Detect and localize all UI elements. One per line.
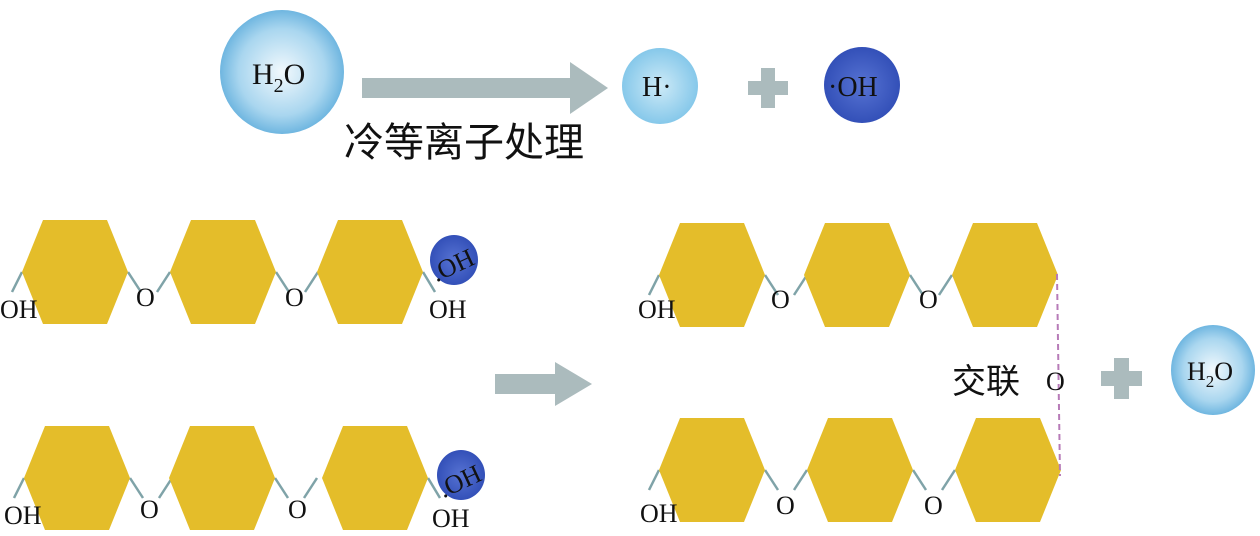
glycosidic-o-label: O (776, 491, 795, 520)
glucose-rings (10, 220, 1061, 530)
glucose-ring-hexagon (169, 426, 275, 530)
bond-line (303, 271, 320, 293)
bond-line (421, 271, 437, 293)
bond-line (792, 274, 809, 296)
reaction-arrow (495, 362, 592, 406)
glucose-ring-hexagon (659, 418, 765, 522)
glycosidic-o-label: O (136, 283, 155, 312)
bond-line (157, 477, 174, 499)
left-chain-top: OH O O OH .OH (0, 235, 479, 324)
bond-line (273, 477, 290, 499)
glucose-ring-hexagon (317, 220, 423, 324)
svg-text:H2O: H2O (1187, 357, 1233, 391)
glycosidic-o-label: O (924, 491, 943, 520)
svg-text:H·: H· (642, 72, 672, 103)
bond-line (940, 469, 957, 491)
glucose-ring-hexagon (170, 220, 276, 324)
bond-line (908, 274, 925, 296)
process-label: 冷等离子处理 (344, 120, 584, 166)
end-oh-label: OH (0, 295, 38, 324)
svg-text:·OH: ·OH (828, 72, 878, 103)
oh-radical-blob (430, 235, 478, 285)
bond-line (763, 469, 780, 491)
oh-radical: ·OH (824, 47, 900, 123)
water-molecule-reactant: H2O (220, 10, 344, 134)
glycosidic-o-label: O (919, 285, 938, 314)
bond-line (647, 274, 661, 296)
bond-line (426, 477, 442, 499)
bond-line (10, 271, 24, 293)
glucose-ring-hexagon (807, 418, 913, 522)
glycosidic-o-label: O (288, 495, 307, 524)
right-chain-top: OH O O (638, 285, 938, 324)
plus-icon (1101, 358, 1142, 399)
glycosidic-o-label: O (285, 283, 304, 312)
bond-line (302, 477, 319, 499)
bond-line (792, 469, 809, 491)
bond-line (911, 469, 928, 491)
glucose-ring-hexagon (952, 223, 1058, 327)
glucose-ring-hexagon (24, 426, 130, 530)
bond-line (155, 271, 172, 293)
end-oh-label: OH (432, 504, 470, 533)
end-oh-label: OH (429, 295, 467, 324)
glucose-ring-hexagon (804, 223, 910, 327)
h-radical: H· (622, 48, 698, 124)
right-chain-bottom: OH O O (640, 491, 943, 528)
oh-radical-blob (437, 450, 485, 500)
water-molecule-byproduct: H2O (1171, 325, 1255, 415)
bond-line (647, 469, 661, 491)
crosslink-label: 交联 (952, 362, 1020, 402)
glucose-ring-hexagon (22, 220, 128, 324)
bond-line (763, 274, 780, 296)
crosslink-bond-line (1056, 273, 1061, 477)
bond-line (128, 477, 145, 499)
glucose-ring-hexagon (659, 223, 765, 327)
plus-icon (748, 68, 788, 108)
bond-line (937, 274, 954, 296)
left-chain-bottom: OH O O OH .OH (4, 450, 486, 533)
bond-line (126, 271, 143, 293)
svg-text:H2O: H2O (252, 58, 305, 97)
glycosidic-o-label: O (140, 495, 159, 524)
end-oh-label: OH (4, 501, 42, 530)
glycosidic-o-label: O (771, 285, 790, 314)
end-oh-label: OH (638, 295, 676, 324)
bond-line (12, 477, 26, 499)
glucose-ring-hexagon (955, 418, 1061, 522)
glucose-ring-hexagon (322, 426, 428, 530)
process-arrow (362, 62, 608, 114)
crosslink-o-label: O (1046, 367, 1065, 396)
bond-line (274, 271, 291, 293)
end-oh-label: OH (640, 499, 678, 528)
